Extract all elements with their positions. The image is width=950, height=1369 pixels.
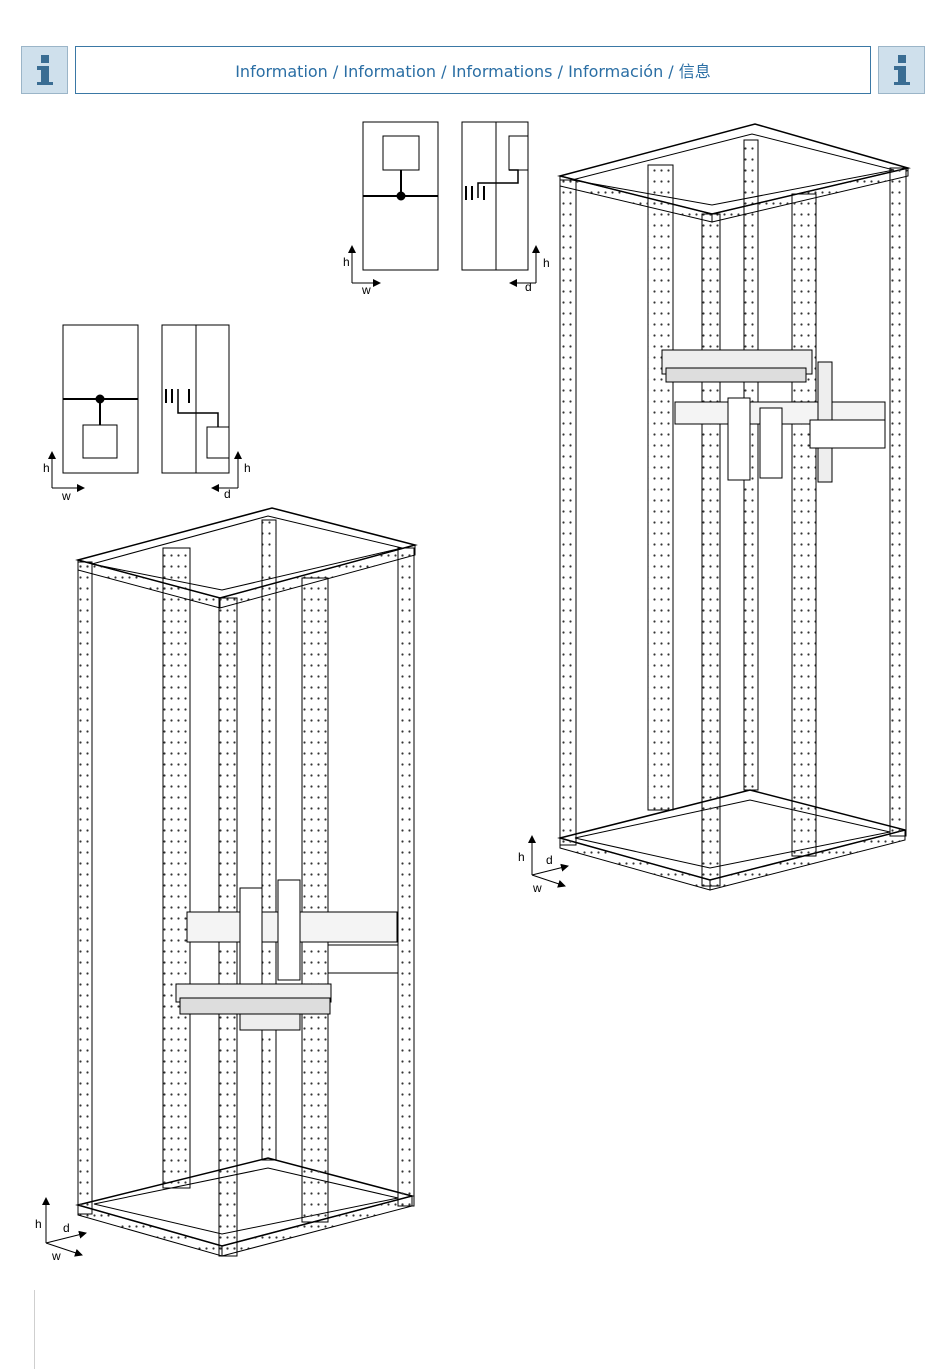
axis-label-d: d xyxy=(546,853,553,867)
axis-label-h: h xyxy=(543,256,550,270)
schematic-front-bottom xyxy=(52,325,138,488)
axis-label-h: h xyxy=(244,461,251,475)
axis-label-h: h xyxy=(343,255,350,269)
schematic-side-top xyxy=(462,122,536,283)
axis-label-h: h xyxy=(518,850,525,864)
schematic-front-top xyxy=(352,122,438,283)
axis-label-w: w xyxy=(51,1249,61,1263)
axis-label-w: w xyxy=(532,881,542,895)
axis-label-w: w xyxy=(361,283,371,297)
axis-label-h: h xyxy=(35,1217,42,1231)
axis-label-d: d xyxy=(525,280,532,294)
axis-label-d: d xyxy=(224,487,231,501)
cabinet-frame-right xyxy=(560,124,908,890)
margin-rule xyxy=(34,1290,35,1369)
cabinet-frame-left xyxy=(78,508,415,1256)
schematic-side-bottom xyxy=(162,325,238,488)
axis-label-d: d xyxy=(63,1221,70,1235)
axis-label-h: h xyxy=(43,461,50,475)
axis-label-w: w xyxy=(61,489,71,503)
